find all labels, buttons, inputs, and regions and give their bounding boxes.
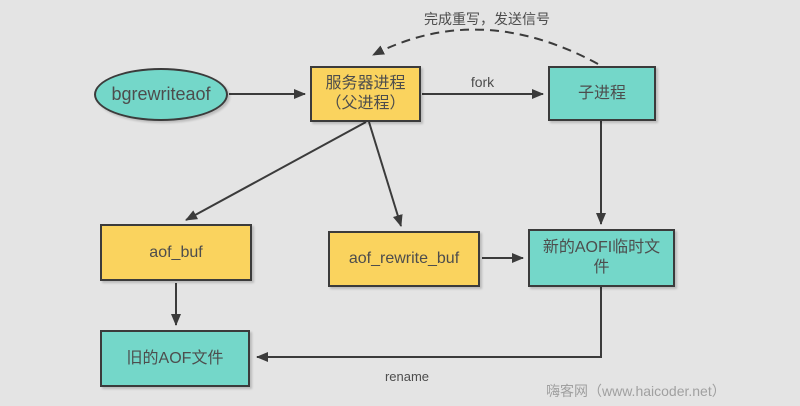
edge-label-signal: 完成重写，发送信号 [424,11,550,27]
edge-server-to-aofbuf [185,121,367,221]
edge-label-rename: rename [384,369,430,384]
node-child-process: 子进程 [548,66,656,121]
node-server-process-line2: （父进程） [325,95,406,112]
edge-child-to-server-signal [372,28,599,65]
watermark: 嗨客网（www.haicoder.net） [546,383,726,399]
node-new-aof-temp-file-label: 新的AOFI临时文件 [542,239,661,276]
edge-label-fork: fork [470,74,495,90]
node-aof-rewrite-buf: aof_rewrite_buf [328,231,480,287]
node-old-aof-file: 旧的AOF文件 [100,330,250,387]
node-server-process-line1: 服务器进程 [325,75,406,92]
node-aof-buf: aof_buf [100,224,252,281]
node-new-aof-temp-file: 新的AOFI临时文件 [528,229,675,287]
node-bgrewriteaof: bgrewriteaof [94,68,228,121]
node-aof-rewrite-buf-label: aof_rewrite_buf [348,250,460,267]
node-child-process-label: 子进程 [577,84,626,102]
edge-server-to-aofrewritebuf [368,121,403,227]
node-bgrewriteaof-label: bgrewriteaof [111,84,211,105]
edge-newaof-to-oldaof-rename [256,287,602,362]
node-server-process: 服务器进程 （父进程） [310,66,421,122]
node-old-aof-file-label: 旧的AOF文件 [126,349,224,367]
node-aof-buf-label: aof_buf [149,243,203,261]
